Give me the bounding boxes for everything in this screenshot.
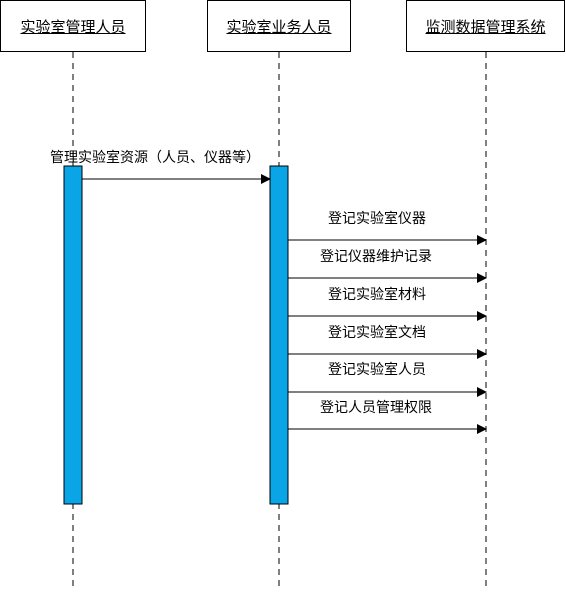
- message-label-register-personnel: 登记实验室人员: [328, 362, 426, 378]
- actor-lab-manager-label: 实验室管理人员: [20, 17, 126, 36]
- message-label-register-material: 登记实验室材料: [328, 287, 426, 303]
- actor-lab-staff: 实验室业务人员: [207, 0, 351, 52]
- message-label-register-permissions: 登记人员管理权限: [320, 400, 432, 416]
- actor-lab-manager: 实验室管理人员: [0, 0, 146, 52]
- message-label-register-document: 登记实验室文档: [328, 325, 426, 341]
- message-label-register-maintenance: 登记仪器维护记录: [320, 249, 432, 265]
- actor-lab-staff-label: 实验室业务人员: [226, 17, 332, 36]
- activation-bar-lab-manager: [63, 165, 83, 505]
- actor-monitoring-system-label: 监测数据管理系统: [425, 17, 546, 36]
- actor-monitoring-system: 监测数据管理系统: [406, 0, 565, 52]
- message-label-register-instrument: 登记实验室仪器: [328, 211, 426, 227]
- activation-bar-lab-staff: [269, 165, 289, 505]
- message-label-manage-resources: 管理实验室资源（人员、仪器等）: [50, 150, 260, 166]
